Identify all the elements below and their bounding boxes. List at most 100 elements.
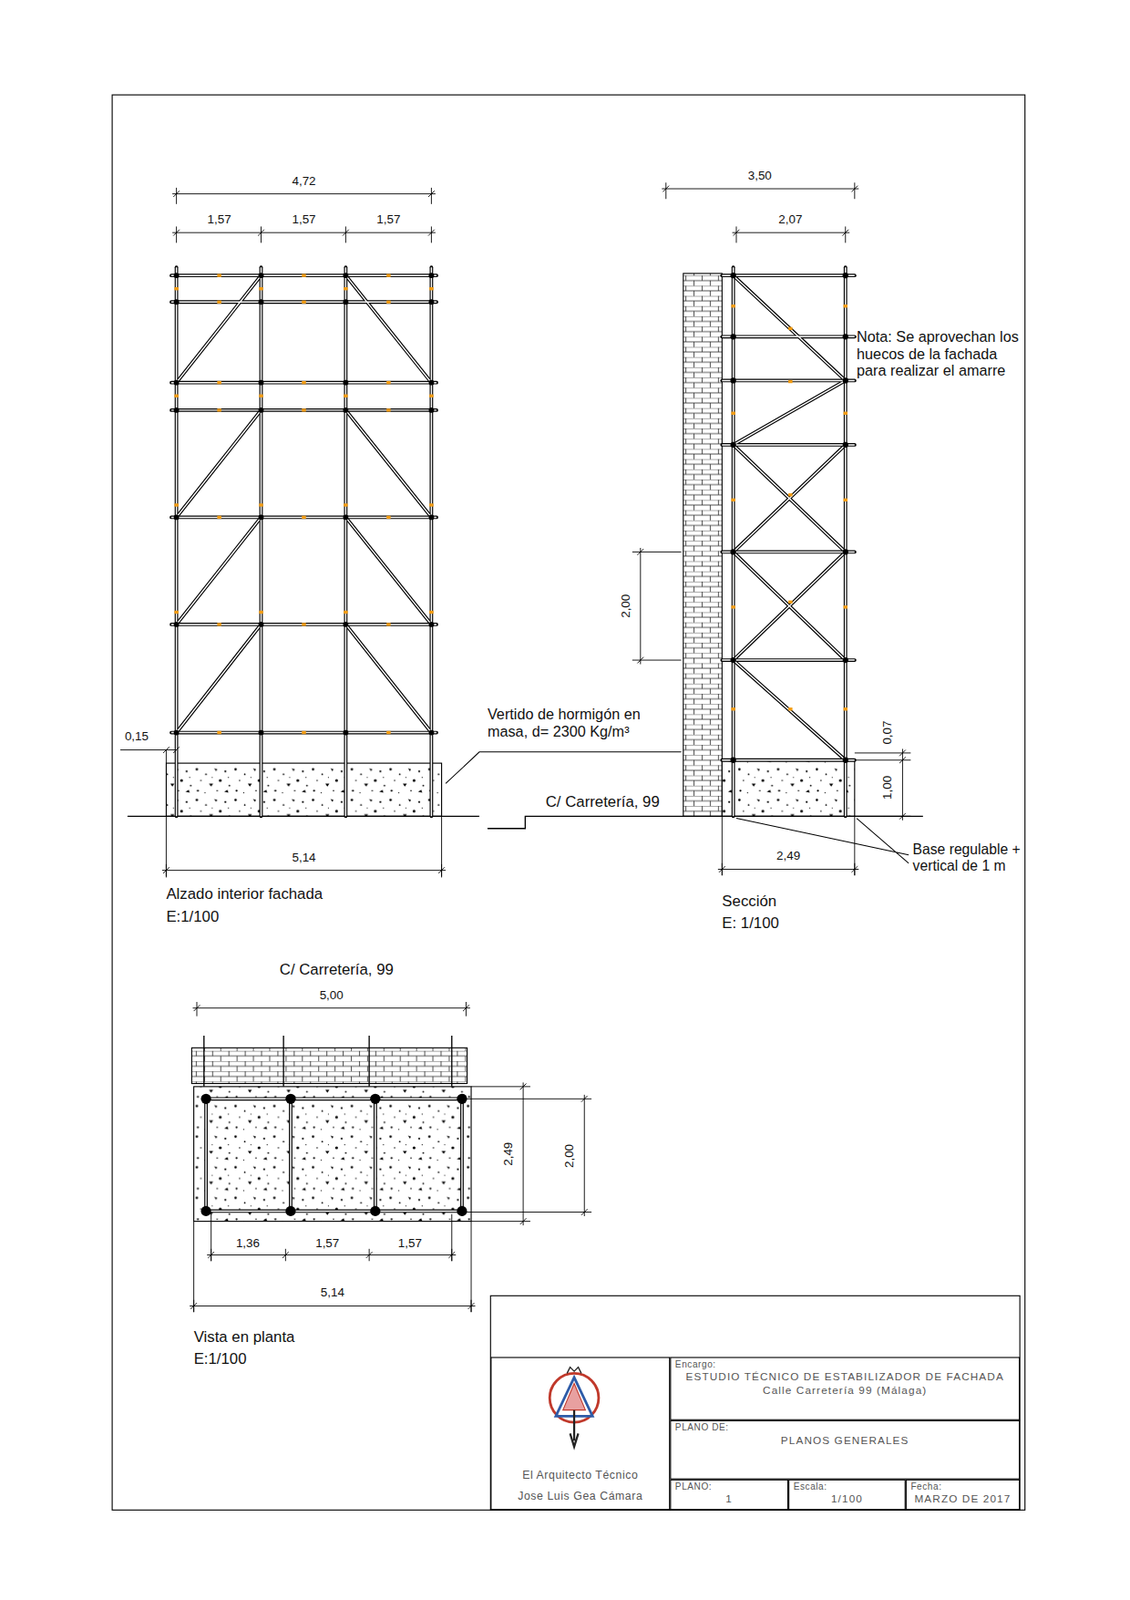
dimension-value: 0,07 <box>881 719 895 744</box>
dimension-line <box>639 547 641 665</box>
coupler <box>730 333 737 339</box>
dimension-line <box>854 751 912 753</box>
scaffold-tube <box>733 444 846 553</box>
coupler <box>258 729 265 736</box>
dimension-line <box>463 1098 592 1100</box>
coupler <box>174 298 180 305</box>
dimension-line <box>193 1221 195 1313</box>
dimension-line <box>451 1213 452 1261</box>
coupler <box>200 1205 211 1216</box>
clamp-mark <box>258 287 263 290</box>
dimension-value: 1,57 <box>207 213 232 227</box>
dimension-value: 2,00 <box>563 1143 577 1168</box>
title-block-cell: Fecha:MARZO DE 2017 <box>905 1479 1020 1511</box>
scaffold-tube <box>721 379 854 383</box>
dimension-line <box>665 182 667 199</box>
dimension-line <box>844 226 846 243</box>
scaffold-tube <box>345 516 432 625</box>
annotation: E:1/100 <box>165 906 219 925</box>
annotation: Vertido de hormigón en masa, d= 2300 Kg/… <box>487 705 649 740</box>
annotation: Base regulable + vertical de 1 m <box>913 840 1022 874</box>
dimension-line <box>345 226 347 243</box>
scaffold-tube <box>345 516 432 625</box>
dimension-value: 5,00 <box>319 987 344 1002</box>
title-block-cell: PLANO DE:PLANOS GENERALES <box>669 1419 1020 1480</box>
coupler <box>428 729 434 736</box>
coupler <box>258 298 265 305</box>
coupler <box>428 298 434 305</box>
coupler <box>342 380 349 386</box>
clamp-mark <box>843 605 848 608</box>
scaffold-tube <box>176 516 262 625</box>
scaffold-tube <box>733 551 846 660</box>
dimension-line <box>463 1211 592 1213</box>
scaffold-tube <box>731 267 736 816</box>
annotation: Nota: Se aprovechan los huecos de la fac… <box>856 328 1023 380</box>
scaffold-tube <box>205 1098 206 1211</box>
clamp-mark <box>301 515 306 519</box>
field-value: MARZO DE 2017 <box>910 1491 1015 1506</box>
scaffold-tube <box>345 410 432 518</box>
dimension-line <box>193 1006 471 1008</box>
scaffold-tube <box>171 301 437 303</box>
scaffold-tube <box>171 273 437 278</box>
clamp-mark <box>343 503 348 506</box>
field-value: Jose Luis Gea Cámara <box>517 1489 643 1503</box>
dimension-value: 1,57 <box>291 213 316 227</box>
coupler <box>174 513 180 520</box>
clamp-mark <box>216 300 221 304</box>
field-label: PLANO DE: <box>675 1422 1016 1433</box>
coupler <box>428 621 434 627</box>
scaffold-tube <box>204 1210 464 1212</box>
clamp-mark <box>174 394 178 398</box>
dimension-line <box>195 1001 197 1017</box>
dimension-line <box>632 551 682 553</box>
scaffold-tube <box>204 1098 464 1100</box>
dimension-line <box>162 869 446 871</box>
dimension-line <box>471 1221 473 1313</box>
scaffold-tube <box>721 657 854 662</box>
scaffold-tube <box>171 730 437 735</box>
scaffold-tube <box>345 410 432 518</box>
dimension-line <box>189 1304 475 1306</box>
dimension-line <box>175 226 177 243</box>
clamp-mark <box>258 503 263 506</box>
clamp-mark <box>429 503 433 506</box>
coupler <box>369 1093 381 1104</box>
field-label: Escala: <box>793 1481 902 1492</box>
title-block-cell: El Arquitecto TécnicoJose Luis Gea Cámar… <box>490 1356 670 1510</box>
coupler <box>842 333 849 339</box>
scaffold-tube <box>733 551 846 660</box>
dimension-line <box>210 1213 212 1261</box>
dimension-line <box>523 1081 524 1225</box>
scaffold-tube <box>171 274 437 276</box>
coupler <box>842 548 849 555</box>
scaffold-tube <box>171 731 437 733</box>
scaffold-tube <box>176 516 262 625</box>
clamp-mark <box>429 287 433 290</box>
coupler <box>258 380 265 386</box>
scaffold-tube <box>733 659 846 761</box>
clamp-mark <box>343 394 348 398</box>
coupler <box>730 548 737 555</box>
clamp-mark <box>386 730 391 734</box>
field-label: Fecha: <box>910 1481 1015 1492</box>
scaffold-tube <box>733 444 846 553</box>
dimension-value: 2,07 <box>778 213 802 227</box>
coupler <box>174 621 180 627</box>
scaffold-tube <box>843 267 848 816</box>
scaffold-tube <box>345 275 432 383</box>
scaffold-tube <box>345 275 432 383</box>
coupler <box>730 441 737 448</box>
clamp-mark <box>429 610 433 614</box>
annotation: E: 1/100 <box>721 914 780 932</box>
dimension-line <box>854 815 912 817</box>
scaffold-tube <box>733 380 846 445</box>
scaffold-tube <box>733 659 846 761</box>
clamp-mark <box>843 498 848 502</box>
scaffold-tube <box>176 624 262 733</box>
scaffold-tube <box>171 299 437 304</box>
annotation: Alzado interior fachada <box>165 883 323 902</box>
coupler <box>428 513 434 520</box>
scaffold-tube <box>461 1098 463 1211</box>
